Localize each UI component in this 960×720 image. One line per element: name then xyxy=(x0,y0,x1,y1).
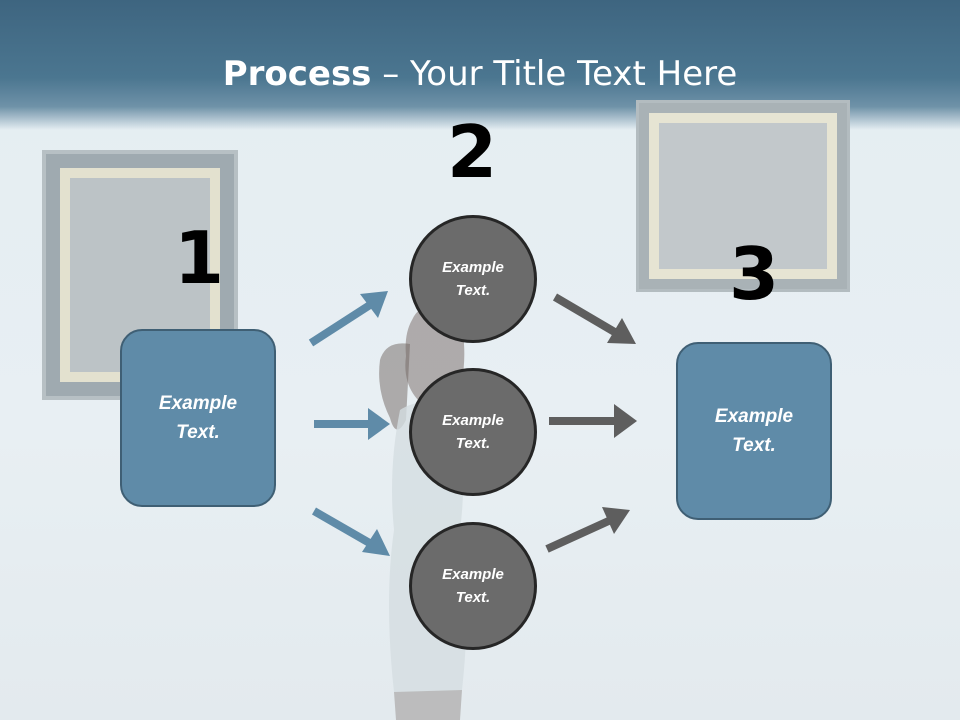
title-strong: Process xyxy=(222,54,372,94)
step-2-circle-bottom: Example Text. xyxy=(409,522,537,650)
slide-title: Process – Your Title Text Here xyxy=(0,52,960,96)
step-number-3: 3 xyxy=(728,232,780,316)
gray-arrow-down xyxy=(552,293,636,344)
woman-silhouette xyxy=(379,305,467,720)
gray-arrow-right xyxy=(549,404,637,438)
picture-frame-right xyxy=(636,100,850,292)
circle-middle-text: Example Text. xyxy=(442,412,504,452)
step-number-1: 1 xyxy=(173,216,225,300)
circle-bottom-text: Example Text. xyxy=(442,566,504,606)
step-3-box-text: Example Text. xyxy=(714,406,794,456)
circle-top-text: Example Text. xyxy=(442,259,504,299)
step-3-box: Example Text. xyxy=(676,342,832,520)
frame-picture xyxy=(659,123,827,269)
frame-mat xyxy=(649,113,837,279)
step-2-circle-middle: Example Text. xyxy=(409,368,537,496)
step-1-box-text: Example Text. xyxy=(158,393,238,443)
step-1-box: Example Text. xyxy=(120,329,276,507)
title-rest: – Your Title Text Here xyxy=(371,54,738,94)
gray-arrow-up xyxy=(545,507,630,553)
step-2-circle-top: Example Text. xyxy=(409,215,537,343)
step-number-2: 2 xyxy=(446,110,498,194)
